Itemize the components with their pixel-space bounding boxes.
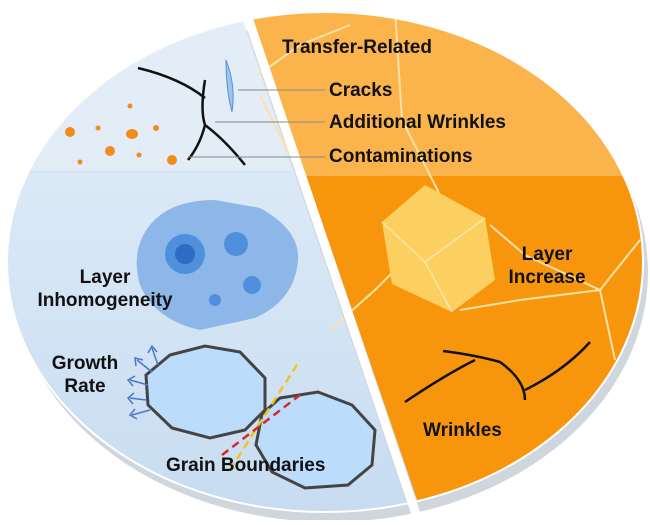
label-wrinkles: Wrinkles — [423, 420, 502, 441]
label-transfer-related: Transfer-Related — [282, 37, 432, 58]
label-cracks: Cracks — [329, 80, 393, 101]
layer-increase-hexagon — [381, 185, 495, 313]
crack-icon — [225, 59, 234, 113]
grain-right — [254, 390, 377, 490]
wrinkle-lines — [404, 341, 591, 404]
pie-cut — [237, 0, 423, 522]
label-layer-increase-line2: Increase — [508, 267, 586, 288]
label-layer-inhomogeneity-line2: Inhomogeneity — [37, 290, 173, 311]
label-layer-increase: Layer Increase — [492, 243, 602, 289]
label-contaminations: Contaminations — [329, 146, 473, 167]
label-layer-increase-line1: Layer — [521, 244, 573, 265]
label-additional-wrinkles: Additional Wrinkles — [329, 112, 507, 133]
label-grain-boundaries: Grain Boundaries — [166, 455, 326, 476]
grain-shapes — [144, 344, 377, 490]
label-growth-rate-line2: Rate — [64, 376, 106, 397]
inhomogeneity-patch — [136, 200, 299, 330]
label-growth-rate: Growth Rate — [40, 352, 130, 398]
growth-arrows — [126, 344, 159, 420]
label-growth-rate-line1: Growth — [51, 353, 119, 374]
contamination-dots — [65, 103, 177, 165]
label-layer-inhomogeneity: Layer Inhomogeneity — [30, 266, 180, 312]
label-layer-inhomogeneity-line1: Layer — [79, 267, 131, 288]
grain-left — [144, 344, 267, 440]
transfer-defect-lines — [137, 59, 325, 166]
